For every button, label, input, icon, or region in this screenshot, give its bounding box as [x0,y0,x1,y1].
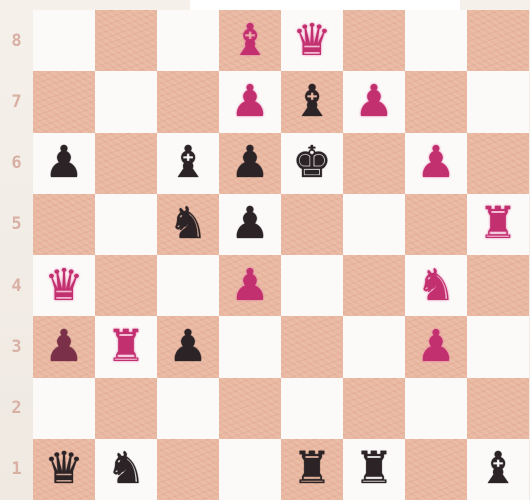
square-e2[interactable] [281,378,343,439]
square-f2[interactable] [343,378,405,439]
rank-label-3: 3 [0,316,33,377]
square-c5[interactable]: ♞ [157,194,219,255]
square-b6[interactable] [95,133,157,194]
black-rook-icon[interactable]: ♜ [354,447,393,491]
square-b2[interactable] [95,378,157,439]
square-h1[interactable]: ♝ [467,439,529,500]
square-g5[interactable] [405,194,467,255]
square-f3[interactable] [343,316,405,377]
square-d4[interactable]: ♟ [219,255,281,316]
square-a8[interactable] [33,10,95,71]
black-bishop-icon[interactable]: ♝ [292,80,331,124]
magenta-pawn-icon[interactable]: ♟ [230,264,269,308]
black-bishop-icon[interactable]: ♝ [168,141,207,185]
magenta-queen-icon[interactable]: ♛ [292,19,331,63]
square-h7[interactable] [467,71,529,132]
plum-pawn-icon[interactable]: ♟ [44,325,83,369]
black-knight-icon[interactable]: ♞ [168,202,207,246]
square-f5[interactable] [343,194,405,255]
black-pawn-icon[interactable]: ♟ [168,325,207,369]
square-h2[interactable] [467,378,529,439]
square-h8[interactable] [467,10,529,71]
square-d3[interactable] [219,316,281,377]
rank-label-8: 8 [0,10,33,71]
rank-label-1: 1 [0,439,33,500]
square-a5[interactable] [33,194,95,255]
magenta-pawn-icon[interactable]: ♟ [416,141,455,185]
square-f7[interactable]: ♟ [343,71,405,132]
square-d2[interactable] [219,378,281,439]
square-e1[interactable]: ♜ [281,439,343,500]
black-queen-icon[interactable]: ♛ [44,447,83,491]
magenta-queen-icon[interactable]: ♛ [44,264,83,308]
rank-label-4: 4 [0,255,33,316]
square-e5[interactable] [281,194,343,255]
magenta-pawn-icon[interactable]: ♟ [354,80,393,124]
square-a6[interactable]: ♟ [33,133,95,194]
magenta-bishop-icon[interactable]: ♝ [230,19,269,63]
square-g4[interactable]: ♞ [405,255,467,316]
square-a1[interactable]: ♛ [33,439,95,500]
square-d1[interactable] [219,439,281,500]
magenta-rook-icon[interactable]: ♜ [106,325,145,369]
square-e6[interactable]: ♚ [281,133,343,194]
chess-board[interactable]: ♝ ♛ ♟ ♝ ♟ ♟ ♝ ♟ ♚ ♟ ♞ ♟ ♜ ♛ ♟ ♞ ♟ ♜ ♟ ♟ ♛ ♞ ♜ ♜ ♝ [33,10,529,500]
magenta-pawn-icon[interactable]: ♟ [416,325,455,369]
square-b8[interactable] [95,10,157,71]
black-bishop-icon[interactable]: ♝ [478,447,517,491]
square-c3[interactable]: ♟ [157,316,219,377]
square-a4[interactable]: ♛ [33,255,95,316]
square-c1[interactable] [157,439,219,500]
black-knight-icon[interactable]: ♞ [106,447,145,491]
square-h5[interactable]: ♜ [467,194,529,255]
square-f8[interactable] [343,10,405,71]
square-c2[interactable] [157,378,219,439]
square-c6[interactable]: ♝ [157,133,219,194]
black-pawn-icon[interactable]: ♟ [44,141,83,185]
square-a2[interactable] [33,378,95,439]
square-b1[interactable]: ♞ [95,439,157,500]
square-b7[interactable] [95,71,157,132]
square-g7[interactable] [405,71,467,132]
square-a7[interactable] [33,71,95,132]
square-d6[interactable]: ♟ [219,133,281,194]
square-d8[interactable]: ♝ [219,10,281,71]
square-c7[interactable] [157,71,219,132]
rank-label-2: 2 [0,378,33,439]
square-h6[interactable] [467,133,529,194]
square-e4[interactable] [281,255,343,316]
square-c4[interactable] [157,255,219,316]
square-d7[interactable]: ♟ [219,71,281,132]
square-c8[interactable] [157,10,219,71]
square-g6[interactable]: ♟ [405,133,467,194]
black-pawn-icon[interactable]: ♟ [230,141,269,185]
square-f4[interactable] [343,255,405,316]
square-g8[interactable] [405,10,467,71]
square-h4[interactable] [467,255,529,316]
square-e7[interactable]: ♝ [281,71,343,132]
black-king-icon[interactable]: ♚ [292,141,331,185]
square-e3[interactable] [281,316,343,377]
square-b5[interactable] [95,194,157,255]
magenta-rook-icon[interactable]: ♜ [478,202,517,246]
square-f1[interactable]: ♜ [343,439,405,500]
rank-label-6: 6 [0,133,33,194]
square-h3[interactable] [467,316,529,377]
magenta-knight-icon[interactable]: ♞ [416,264,455,308]
square-g2[interactable] [405,378,467,439]
magenta-pawn-icon[interactable]: ♟ [230,80,269,124]
rank-label-7: 7 [0,71,33,132]
square-e8[interactable]: ♛ [281,10,343,71]
square-g1[interactable] [405,439,467,500]
square-g3[interactable]: ♟ [405,316,467,377]
rank-label-5: 5 [0,194,33,255]
square-b3[interactable]: ♜ [95,316,157,377]
square-d5[interactable]: ♟ [219,194,281,255]
black-pawn-icon[interactable]: ♟ [230,202,269,246]
black-rook-icon[interactable]: ♜ [292,447,331,491]
square-f6[interactable] [343,133,405,194]
square-b4[interactable] [95,255,157,316]
square-a3[interactable]: ♟ [33,316,95,377]
